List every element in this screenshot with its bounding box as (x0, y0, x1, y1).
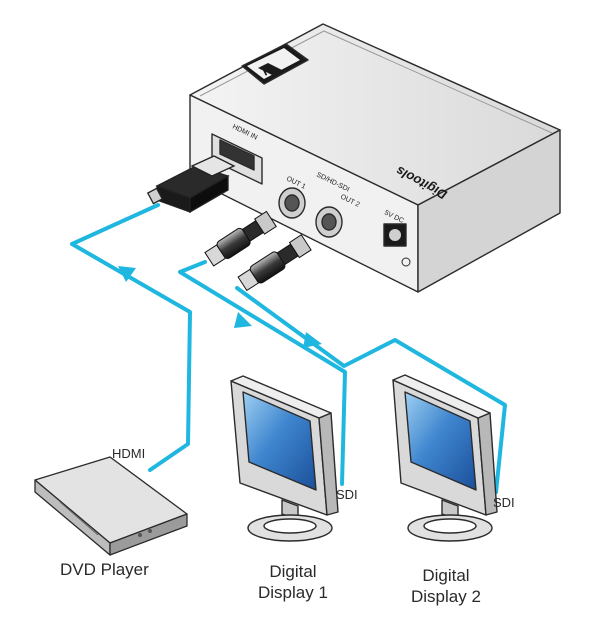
caption-display-1-line1: Digital (269, 562, 317, 581)
dvd-player (34, 456, 188, 556)
cable-sdi-1 (178, 260, 347, 486)
caption-display-2-line2: Display 2 (411, 587, 481, 606)
caption-display-1-line2: Display 1 (258, 583, 328, 602)
bnc-plug-2 (237, 234, 312, 292)
signal-arrows (118, 266, 322, 348)
digital-display-2 (392, 374, 498, 542)
caption-display-2: Digital Display 2 (411, 565, 481, 607)
caption-display-1: Digital Display 1 (258, 561, 328, 603)
caption-display-2-line1: Digital (422, 566, 470, 585)
hdmi-plug (146, 155, 236, 214)
cable-hdmi (70, 203, 192, 472)
cable-label-sdi-1: SDI (336, 487, 358, 502)
caption-dvd-player: DVD Player (60, 560, 149, 579)
bnc-plug-1 (204, 210, 277, 267)
digitools-device (189, 23, 561, 293)
digital-display-1 (230, 375, 339, 542)
cable-label-hdmi: HDMI (112, 446, 146, 461)
cable-label-sdi-2: SDI (493, 495, 515, 510)
